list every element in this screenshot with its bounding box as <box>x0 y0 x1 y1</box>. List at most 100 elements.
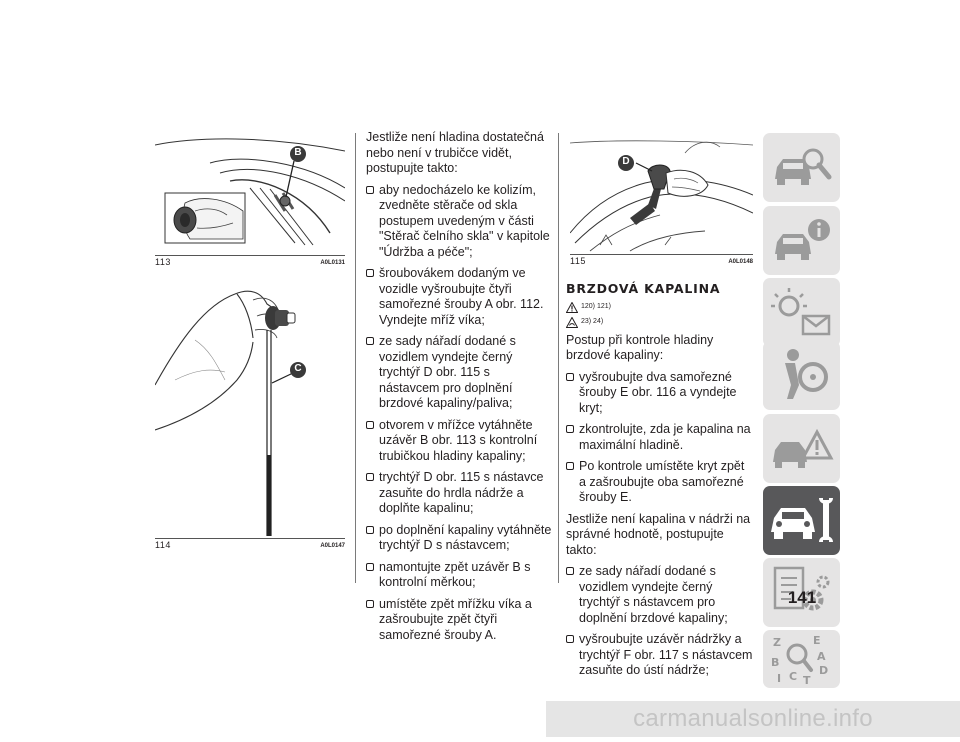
tab-emergency[interactable] <box>763 414 840 483</box>
document-gear-icon <box>773 566 830 611</box>
figure-113-number: 113 <box>155 257 171 267</box>
index-letter: I <box>777 672 781 685</box>
right-intro: Postup při kontrole hladiny brzdové kapa… <box>566 332 714 363</box>
car-wrench-icon <box>771 498 833 542</box>
figure-115-caption-rule <box>570 254 753 255</box>
middle-step-text: otvorem v mřížce vytáhněte uzávěr B obr.… <box>379 417 538 463</box>
index-letter: E <box>813 634 821 647</box>
checkbox-bullet-icon <box>366 185 374 194</box>
figure-114-caption-rule <box>155 538 345 539</box>
tab-safety[interactable] <box>763 341 840 410</box>
page-number: 141 <box>787 588 817 607</box>
middle-column: Jestliže není hladina dostatečná nebo ne… <box>366 130 552 649</box>
middle-step: ze sady nářadí dodané s vozidlem vyndejt… <box>366 334 552 412</box>
car-search-icon <box>775 148 832 185</box>
middle-step: aby nedocházelo ke kolizím, zvedněte stě… <box>366 183 552 261</box>
middle-step-text: trychtýř D obr. 115 s nástavce zasuňte d… <box>379 470 544 515</box>
checkbox-bullet-icon <box>566 425 574 433</box>
tab-maintenance[interactable] <box>763 486 840 555</box>
warning-light-mail-icon <box>771 288 831 336</box>
middle-step-text: po doplnění kapaliny vytáhněte trychtýř … <box>379 522 552 553</box>
index-letter: Z <box>773 636 781 649</box>
figure-115: D 115 A0L0148 <box>570 133 753 267</box>
checkbox-bullet-icon <box>566 635 574 643</box>
middle-step: šroubovákem dodaným ve vozidle vyšroubuj… <box>366 266 552 328</box>
index-letter: A <box>817 650 826 663</box>
checkbox-bullet-icon <box>366 473 374 481</box>
figure-114-illustration <box>155 290 306 536</box>
caution-triangle-icon <box>566 316 578 328</box>
figure-115-illustration <box>570 140 753 252</box>
figure-113-callout: B <box>294 147 302 158</box>
figure-114: C 114 A0L0147 <box>155 280 345 552</box>
caution-reference-row: 23) 24) <box>566 315 754 330</box>
right-intro-2: Jestliže není kapalina v nádrži na správ… <box>566 511 751 557</box>
column-divider-right <box>558 133 559 583</box>
car-info-icon <box>775 219 830 260</box>
figure-113-illustration <box>155 138 345 246</box>
middle-step: namontujte zpět uzávěr B s kontrolní měr… <box>366 560 552 591</box>
right-step: zkontrolujte, zda je kapalina na maximál… <box>566 422 754 453</box>
right-step: Po kontrole umístěte kryt zpět a zašroub… <box>566 459 754 506</box>
checkbox-bullet-icon <box>366 337 374 345</box>
middle-step: otvorem v mřížce vytáhněte uzávěr B obr.… <box>366 418 552 465</box>
middle-step: trychtýř D obr. 115 s nástavce zasuňte d… <box>366 470 552 517</box>
right-steps-list-2: ze sady nářadí dodané s vozidlem vyndejt… <box>566 564 754 679</box>
caution-reference-text: 23) 24) <box>581 318 604 326</box>
index-letter: B <box>771 656 779 669</box>
tab-technical-data[interactable] <box>763 558 840 627</box>
watermark: carmanualsonline.info <box>546 701 960 737</box>
middle-step-text: ze sady nářadí dodané s vozidlem vyndejt… <box>379 334 516 410</box>
warning-reference-text: 120) 121) <box>581 303 611 311</box>
figure-115-code: A0L0148 <box>728 259 753 265</box>
checkbox-bullet-icon <box>566 462 574 470</box>
figure-113-caption-rule <box>155 255 345 256</box>
right-step-text: zkontrolujte, zda je kapalina na maximál… <box>579 422 751 452</box>
alphabet-search-icon: Z B I C T E A D <box>771 634 828 687</box>
checkbox-bullet-icon <box>366 269 374 277</box>
middle-step-text: namontujte zpět uzávěr B s kontrolní měr… <box>379 559 531 590</box>
index-letter: C <box>789 670 797 683</box>
figure-114-number: 114 <box>155 540 171 550</box>
tab-warning-lights[interactable] <box>763 278 840 347</box>
tab-car-search[interactable] <box>763 133 840 202</box>
figure-113-code: A0L0131 <box>320 260 345 266</box>
checkbox-bullet-icon <box>366 420 374 429</box>
figure-115-number: 115 <box>570 256 586 266</box>
seat-steering-icon <box>785 349 828 399</box>
right-column: BRZDOVÁ KAPALINA 120) 121) 23) 24) Postu… <box>566 281 754 685</box>
right-step: vyšroubujte dva samořezné šrouby E obr. … <box>566 370 754 417</box>
middle-step-text: šroubovákem dodaným ve vozidle vyšroubuj… <box>379 266 544 327</box>
middle-intro: Jestliže není hladina dostatečná nebo ne… <box>366 130 544 175</box>
right-step-text: ze sady nářadí dodané s vozidlem vyndejt… <box>579 564 728 625</box>
checkbox-bullet-icon <box>366 525 374 534</box>
column-divider-left <box>355 133 356 583</box>
checkbox-bullet-icon <box>366 599 374 608</box>
figure-115-callout: D <box>622 156 630 167</box>
figure-114-code: A0L0147 <box>320 543 345 549</box>
middle-step: po doplnění kapaliny vytáhněte trychtýř … <box>366 523 552 554</box>
warning-reference-row: 120) 121) <box>566 300 754 315</box>
middle-step: umístěte zpět mřížku víka a zašroubujte … <box>366 597 552 644</box>
middle-step-text: aby nedocházelo ke kolizím, zvedněte stě… <box>379 182 550 259</box>
middle-steps-list: aby nedocházelo ke kolizím, zvedněte stě… <box>366 183 552 644</box>
right-step-text: vyšroubujte uzávěr nádržky a trychtýř F … <box>579 632 753 677</box>
index-letter: T <box>803 674 811 687</box>
right-step: ze sady nářadí dodané s vozidlem vyndejt… <box>566 564 754 626</box>
figure-113: B 113 A0L0131 <box>155 133 345 268</box>
checkbox-bullet-icon <box>566 567 574 575</box>
figure-114-callout: C <box>294 363 302 374</box>
middle-step-text: umístěte zpět mřížku víka a zašroubujte … <box>379 596 532 642</box>
car-warning-icon <box>773 428 834 468</box>
tab-index[interactable]: Z B I C T E A D <box>763 630 840 688</box>
right-step-text: vyšroubujte dva samořezné šrouby E obr. … <box>579 369 737 415</box>
index-letter: D <box>819 664 828 677</box>
warning-triangle-icon <box>566 301 578 313</box>
section-title: BRZDOVÁ KAPALINA <box>566 281 721 296</box>
right-step: vyšroubujte uzávěr nádržky a trychtýř F … <box>566 632 754 679</box>
checkbox-bullet-icon <box>366 562 374 571</box>
right-step-text: Po kontrole umístěte kryt zpět a zašroub… <box>579 459 745 504</box>
checkbox-bullet-icon <box>566 372 574 381</box>
right-steps-list: vyšroubujte dva samořezné šrouby E obr. … <box>566 370 754 506</box>
tab-car-info[interactable] <box>763 206 840 275</box>
